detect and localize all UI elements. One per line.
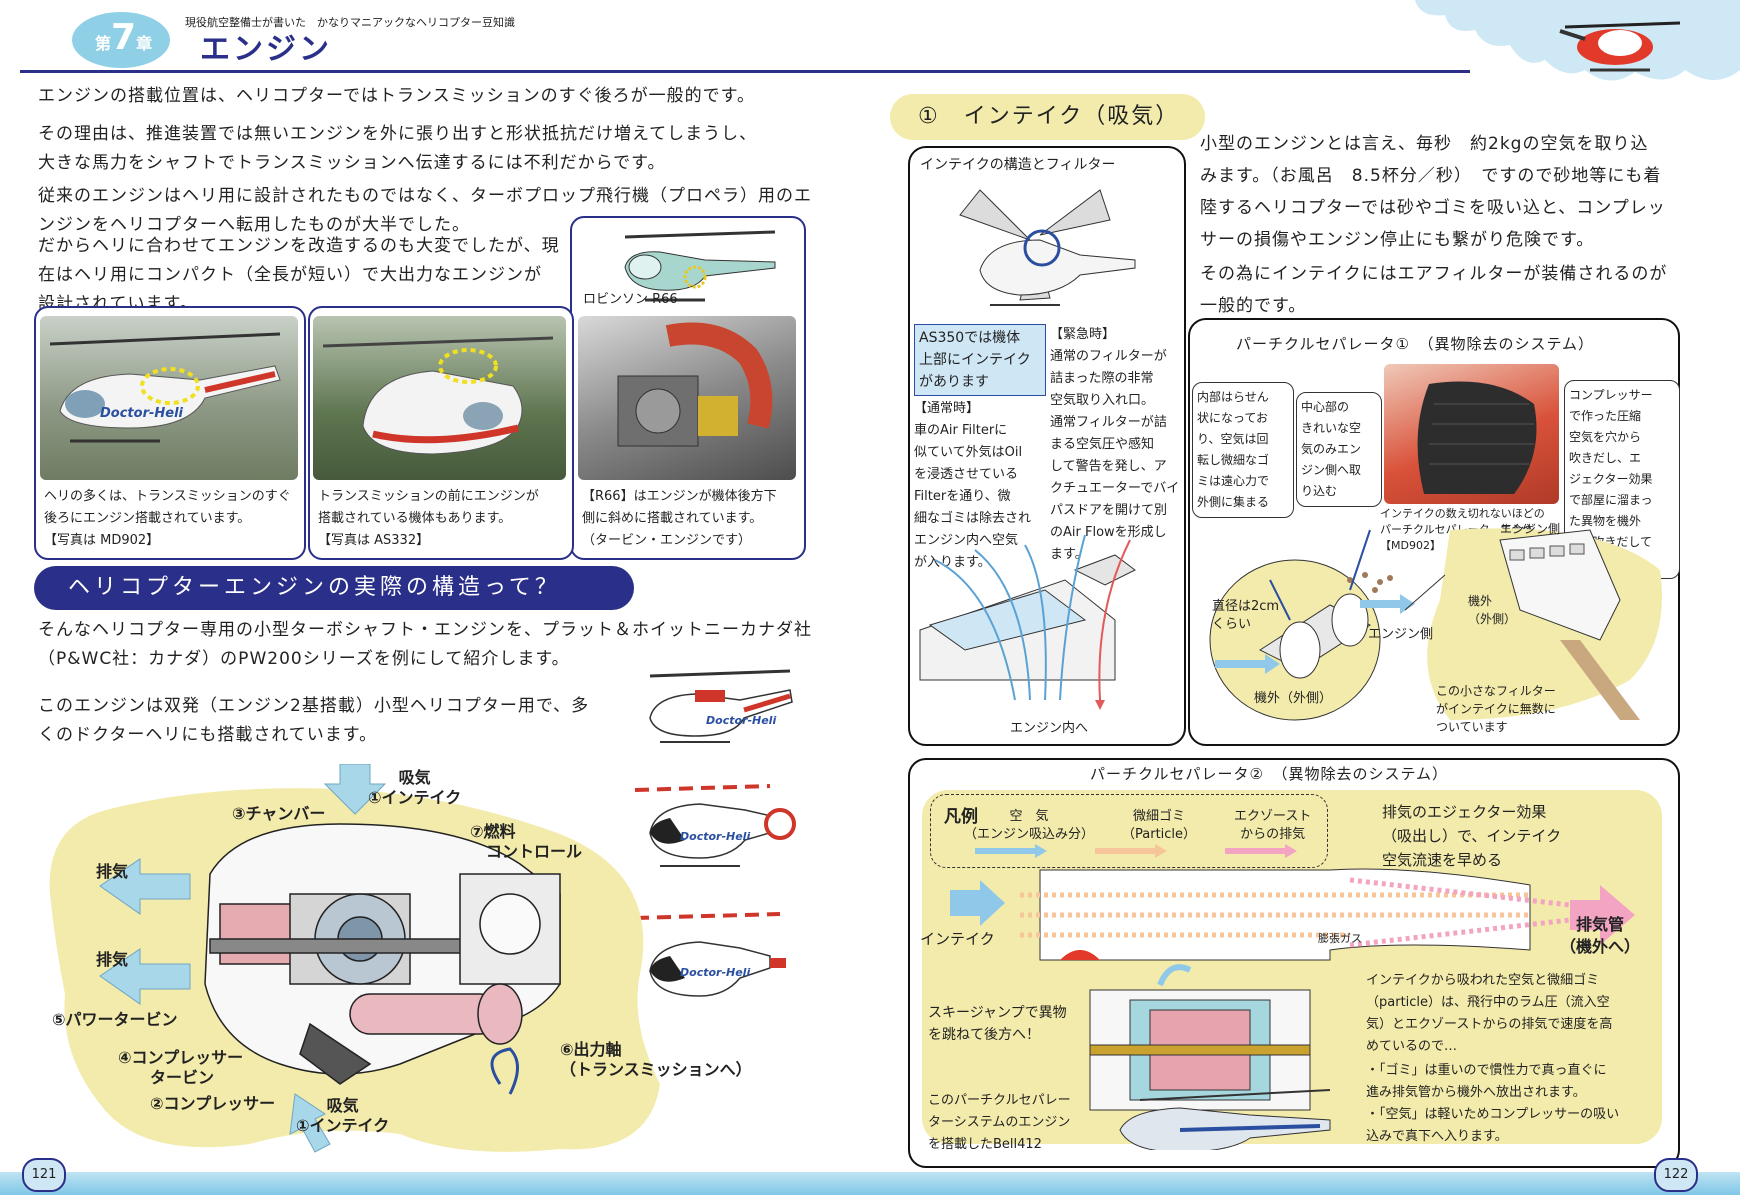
as350-illustration (959, 189, 1136, 306)
doctor-heli-illustration-3 (634, 912, 786, 997)
legend-exhaust: エクゾースト からの排気 (1234, 809, 1312, 842)
header-rule (20, 70, 1470, 73)
emergency-note: 【緊急時】 通常のフィルターが 詰まった際の非常 空気取り入れ口。 通常フィルタ… (1050, 327, 1180, 562)
ps1-engine-side-label-2: エンジン側 (1368, 627, 1434, 642)
label-chamber: ③チャンバー (232, 804, 326, 823)
md902-photo: Doctor-Heli (40, 316, 298, 480)
footer-band (0, 1172, 1740, 1195)
ps2-expand-gas-label: 膨張ガス (1318, 932, 1362, 945)
legend-air: 空 気 （エンジン吸込み分） (964, 809, 1095, 842)
section-banner-label: ヘリコプターエンジンの実際の構造って？ (68, 575, 561, 600)
intake-filter-title: インテイクの構造とフィルター (920, 157, 1116, 173)
section-banner (34, 566, 634, 610)
label-compressor: ②コンプレッサー (150, 1094, 276, 1113)
legend-box (930, 794, 1328, 868)
filter-diagram (919, 534, 1136, 710)
page-number-left: 121 (22, 1158, 66, 1192)
md902-caption: ヘリの多くは、トランスミッションのすぐ 後ろにエンジン搭載されています。 【写真… (44, 489, 291, 548)
ps1-diagram (1209, 528, 1662, 721)
engine-diagram (49, 764, 660, 1153)
right-paragraph-2: その為にインテイクにはエアフィルターが装備されるのが 一般的です。 (1200, 264, 1668, 316)
r66-label: ロビンソン R66 (583, 292, 678, 307)
doctor-heli-badge-2: Doctor-Heli (680, 830, 751, 843)
ps1-engine-side-label-1: エンジン側 (1500, 522, 1561, 536)
ps2-bullet-1: ・「ゴミ」は重いので慣性力で真っ直ぐに 進み排気管から機外へ放出されます。 (1366, 1063, 1607, 1100)
ps1-note-spiral: 内部はらせん 状になってお り、空気は回 転し微細なゴ ミは遠心力で 外側に集ま… (1192, 382, 1294, 518)
right-paragraph-1: 小型のエンジンとは言え、毎秒 約2kgの空気を取り込 みます。（お風呂 8.5杯… (1200, 134, 1666, 250)
left-paragraph-3: 従来のエンジンはヘリ用に設計されたものではなく、ターボプロップ飛行機（プロペラ）… (38, 186, 812, 235)
left-paragraph-4: だからヘリに合わせてエンジンを改造するのも大変でしたが、現 在はヘリ用にコンパク… (38, 236, 560, 314)
left-paragraph-2: その理由は、推進装置では無いエンジンを外に張り出すと形状抵抗だけ増えてしまうし、… (38, 124, 758, 173)
chapter-badge-label: 第7章 (95, 17, 153, 58)
ps1-many-filters: この小さなフィルター がインテイクに無数に ついています (1436, 684, 1556, 734)
book-title: 現役航空整備士が書いた かなりマニアックなヘリコプター豆知識 (185, 16, 515, 29)
particle-separator-2-title: パーチクルセパレータ② （異物除去のシステム） (1090, 765, 1449, 783)
as350-note: AS350では機体 上部にインテイク があります (914, 324, 1046, 396)
cloud-illustration (1415, 0, 1740, 81)
left-paragraph-6: このエンジンは双発（エンジン2基搭載）小型ヘリコプター用で、多 くのドクターヘリ… (38, 696, 590, 745)
doctor-heli-illustration-2 (634, 784, 796, 867)
as332-photo (313, 316, 566, 480)
legend-arrows (975, 844, 1297, 858)
as332-caption: トランスミッションの前にエンジンが 搭載されている機体もあります。 【写真は A… (318, 489, 539, 548)
ps1-photo (1384, 364, 1559, 504)
label-exhaust-1: 排気 (96, 862, 129, 881)
left-paragraph-1: エンジンの搭載位置は、ヘリコプターではトランスミッションのすぐ後ろが一般的です。 (38, 86, 755, 106)
md902-badge: Doctor-Heli (100, 406, 183, 421)
label-intake-bottom: 吸気 ①インテイク (296, 1096, 390, 1135)
normal-note: 【通常時】 車のAir Filterに 似ていて外気はOil を浸透させている … (914, 401, 1032, 570)
chapter-badge (72, 12, 170, 68)
label-fuel-control: ⑦燃料 コントロール (470, 822, 583, 861)
section-title-intake (890, 94, 1205, 140)
ps2-intake-label: インテイク (920, 930, 995, 948)
ps2-diagram (950, 868, 1635, 1150)
r66-engine-photo (578, 316, 796, 480)
ps1-outside-label-2: 機外（外側） (1254, 691, 1333, 706)
doctor-heli-badge-1: Doctor-Heli (706, 714, 777, 727)
doctor-heli-badge-3: Doctor-Heli (680, 966, 751, 979)
ps1-diameter-label: 直径は2cm くらい (1212, 599, 1280, 632)
ps2-ski-jump-note: スキージャンプで異物 を跳ねて後方へ！ (928, 1005, 1067, 1043)
ps2-explain: インテイクから吸われた空気と微細ゴミ （particle）は、飛行中のラム圧（流… (1366, 973, 1613, 1054)
label-output-shaft: ⑥出力軸 （トランスミッションへ） (560, 1040, 752, 1079)
ps1-note-center: 中心部の きれいな空 気のみエン ジン側へ取 り込む (1296, 392, 1382, 507)
into-engine-label: エンジン内へ (1010, 721, 1089, 736)
legend-title: 凡例 (944, 807, 978, 827)
page-title: エンジン (200, 32, 332, 67)
r66-caption: 【R66】はエンジンが機体後方下 側に斜めに搭載されています。 （タービン・エン… (582, 489, 777, 548)
section-title-intake-label: ① インテイク（吸気） (918, 104, 1180, 129)
legend-dust: 微細ゴミ （Particle） (1122, 809, 1197, 842)
label-exhaust-2: 排気 (96, 950, 129, 969)
ps2-bullet-2: ・「空気」は軽いためコンプレッサーの吸い 込みで真下へ入ります。 (1366, 1107, 1620, 1144)
r66-illustration (624, 230, 776, 302)
label-intake-top: 吸気 ①インテイク (368, 768, 462, 807)
ps2-exhaust-pipe-label: 排気管 （機外へ） (1560, 915, 1641, 956)
ps2-bell-note: このパーチクルセパレー ターシステムのエンジン を搭載したBell412 (928, 1093, 1071, 1152)
ejector-note: 排気のエジェクター効果 （吸出し）で、インテイク 空気流速を早める (1382, 803, 1562, 869)
label-power-turbine: ⑤パワータービン (52, 1010, 178, 1029)
ps1-outside-label: 機外 （外側） (1468, 594, 1517, 626)
left-paragraph-5: そんなヘリコプター専用の小型ターボシャフト・エンジンを、プラット＆ホイットニーカ… (38, 620, 812, 669)
doctor-heli-illustration-1 (649, 669, 793, 743)
particle-separator-1-title: パーチクルセパレータ① （異物除去のシステム） (1236, 335, 1595, 353)
label-compressor-turbine: ④コンプレッサー タービン (118, 1048, 244, 1087)
page-number-right: 122 (1654, 1158, 1698, 1192)
